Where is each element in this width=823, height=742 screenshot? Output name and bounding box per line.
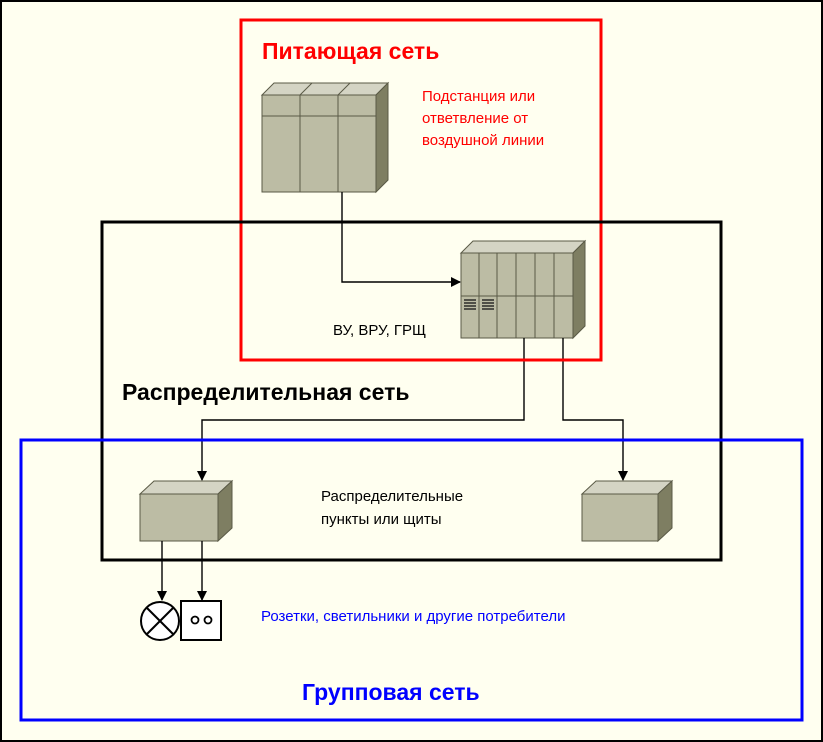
- substation-label-line3: воздушной линии: [422, 132, 544, 149]
- distribution-points-label: Распределительные пункты или щиты: [321, 488, 467, 528]
- supply-network-title: Питающая сеть: [262, 38, 439, 64]
- switchboard-label: ВУ, ВРУ, ГРЩ: [333, 322, 426, 339]
- substation-label-line1: Подстанция или: [422, 88, 535, 105]
- group-network-title: Групповая сеть: [302, 679, 480, 705]
- substation-cabinet-icon: [260, 81, 390, 194]
- distribution-box-icon: [138, 479, 234, 543]
- switchboard-icon: [459, 239, 587, 340]
- substation-label: Подстанция или ответвление от воздушной …: [422, 88, 544, 149]
- distribution-points-line1: Распределительные: [321, 488, 463, 505]
- substation-label-line2: ответвление от: [422, 110, 528, 127]
- consumers-label: Розетки, светильники и другие потребител…: [261, 608, 565, 625]
- distribution-network-title: Распределительная сеть: [122, 379, 409, 405]
- lamp-icon: [140, 601, 180, 641]
- distribution-points-line2: пункты или щиты: [321, 511, 442, 528]
- distribution-box-icon: [580, 479, 674, 543]
- socket-icon: [180, 600, 222, 641]
- group-network-frame: [19, 438, 804, 722]
- supply-network-frame: [239, 18, 603, 362]
- distribution-network-frame: [100, 220, 723, 562]
